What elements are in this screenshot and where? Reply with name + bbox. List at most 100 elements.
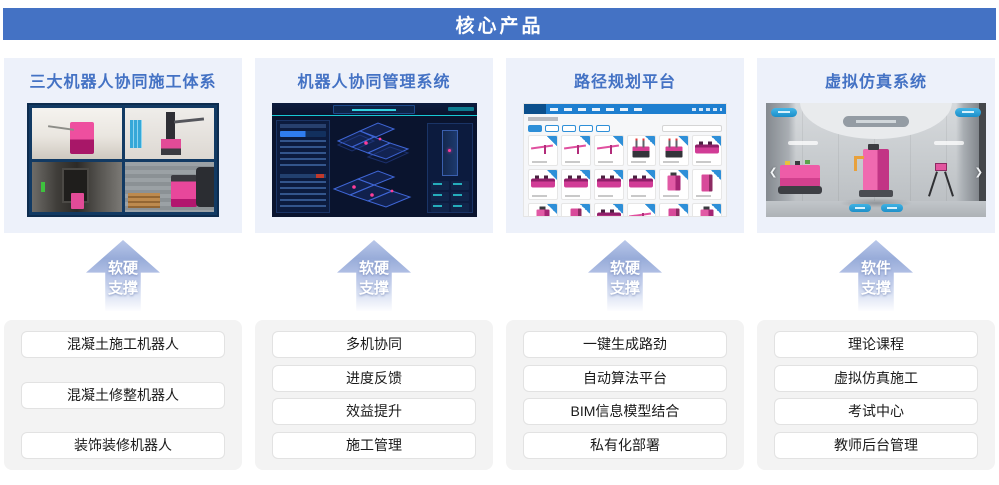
column-construction-system: 三大机器人协同施工体系 软硬 支撑 混凝土施工机器人 混凝土修整机器人 装饰装修… (4, 58, 242, 470)
camera-feed-3 (32, 161, 122, 212)
ribbon-icon (579, 204, 590, 214)
scene-button (771, 108, 797, 117)
ribbon-icon (579, 136, 590, 146)
product-card (692, 169, 722, 200)
feature-item: 装饰装修机器人 (21, 432, 225, 459)
scene-button (955, 108, 981, 117)
page-title: 核心产品 (455, 15, 544, 37)
building-tower-graphic (441, 130, 458, 176)
page-title-banner: 核心产品 (3, 8, 996, 40)
feature-item: 施工管理 (272, 431, 476, 459)
robot-label (788, 141, 818, 145)
tracked-robot-figure (778, 161, 822, 194)
product-card (692, 203, 722, 216)
robot-figure (564, 143, 588, 155)
filter-chip (579, 124, 593, 132)
ribbon-icon (711, 204, 721, 214)
feature-item: 自动算法平台 (523, 364, 727, 392)
ribbon-icon (612, 204, 623, 214)
robot-figure (530, 175, 555, 188)
filter-chip (562, 124, 576, 132)
column-management-system: 机器人协同管理系统 (255, 58, 493, 470)
product-card (659, 203, 690, 216)
support-arrow-label: 软件 支撑 (860, 260, 892, 297)
robot-figure (668, 208, 680, 216)
robot-figure (597, 143, 621, 155)
robot-figure (69, 122, 94, 155)
product-card (626, 169, 657, 200)
ribbon-icon (612, 136, 623, 146)
filter-chip (596, 124, 610, 132)
feature-item: 虚拟仿真施工 (774, 364, 978, 392)
product-card (593, 203, 624, 216)
feature-item: 进度反馈 (272, 364, 476, 392)
product-card (692, 135, 722, 166)
robot-figure (695, 141, 720, 154)
robot-figure (596, 209, 621, 216)
catalog-navbar (524, 104, 726, 114)
product-columns: 三大机器人协同施工体系 软硬 支撑 混凝土施工机器人 混凝土修整机器人 装饰装修… (0, 58, 999, 470)
product-card (560, 203, 591, 216)
ribbon-icon (711, 170, 721, 180)
product-card (593, 135, 624, 166)
scene-button (881, 204, 903, 212)
robot-figure (632, 138, 650, 158)
camera-feed-1 (32, 108, 122, 159)
ribbon-icon (645, 136, 656, 146)
feature-item: 混凝土施工机器人 (21, 331, 225, 358)
column-virtual-simulation: 虚拟仿真系统 ❮ ❯ (757, 58, 995, 470)
robot-figure (563, 175, 588, 188)
column-title: 虚拟仿真系统 (824, 74, 927, 91)
next-arrow-icon: ❯ (974, 167, 983, 178)
construction-robots-screenshot (27, 103, 219, 217)
robot-figure (700, 206, 714, 216)
robot-figure (596, 175, 621, 188)
robot-figure (536, 206, 550, 216)
product-card-grid (528, 135, 722, 216)
search-input (662, 124, 722, 132)
support-arrow-zone: 软硬 支撑 (255, 233, 493, 320)
feature-panel: 混凝土施工机器人 混凝土修整机器人 装饰装修机器人 (4, 320, 242, 470)
catalog-logo (524, 104, 546, 114)
ribbon-icon (711, 136, 721, 146)
robot-figure (161, 139, 182, 156)
feature-item: BIM信息模型结合 (523, 398, 727, 426)
ribbon-icon (645, 170, 656, 180)
feature-item: 理论课程 (774, 331, 978, 358)
product-card (560, 135, 591, 166)
breadcrumb (528, 117, 558, 121)
feature-item: 多机协同 (272, 331, 476, 358)
column-title: 三大机器人协同施工体系 (29, 74, 217, 91)
camera-feed-2 (124, 108, 214, 159)
feature-item: 混凝土修整机器人 (21, 381, 225, 409)
robot-figure (854, 144, 893, 197)
robot-figure (665, 138, 683, 158)
virtual-simulation-card: 虚拟仿真系统 ❮ ❯ (757, 58, 995, 233)
robot-figure (570, 208, 582, 216)
feature-item: 效益提升 (272, 398, 476, 426)
support-arrow-zone: 软件 支撑 (757, 233, 995, 320)
robot-figure (629, 211, 653, 216)
robot-figure (667, 172, 681, 191)
filter-row (528, 124, 722, 132)
product-card (528, 203, 558, 216)
support-arrow-label: 软硬 支撑 (358, 260, 390, 297)
product-card (593, 169, 624, 200)
robot-label (934, 141, 964, 145)
ribbon-icon (546, 204, 557, 214)
feature-item: 考试中心 (774, 398, 978, 426)
support-arrow-zone: 软硬 支撑 (506, 233, 744, 320)
robot-figure (701, 174, 713, 192)
column-title: 路径规划平台 (573, 74, 676, 91)
scene-title-banner (843, 116, 909, 127)
feature-panel: 一键生成路劲 自动算法平台 BIM信息模型结合 私有化部署 (506, 320, 744, 470)
path-planning-catalog-screenshot (523, 103, 727, 217)
column-path-planning: 路径规划平台 (506, 58, 744, 470)
support-arrow-label: 软硬 支撑 (107, 260, 139, 297)
product-card (528, 135, 558, 166)
management-system-card: 机器人协同管理系统 (255, 58, 493, 233)
ribbon-icon (546, 170, 557, 180)
robot-figure (629, 175, 654, 188)
product-card (659, 135, 690, 166)
product-card (528, 169, 558, 200)
